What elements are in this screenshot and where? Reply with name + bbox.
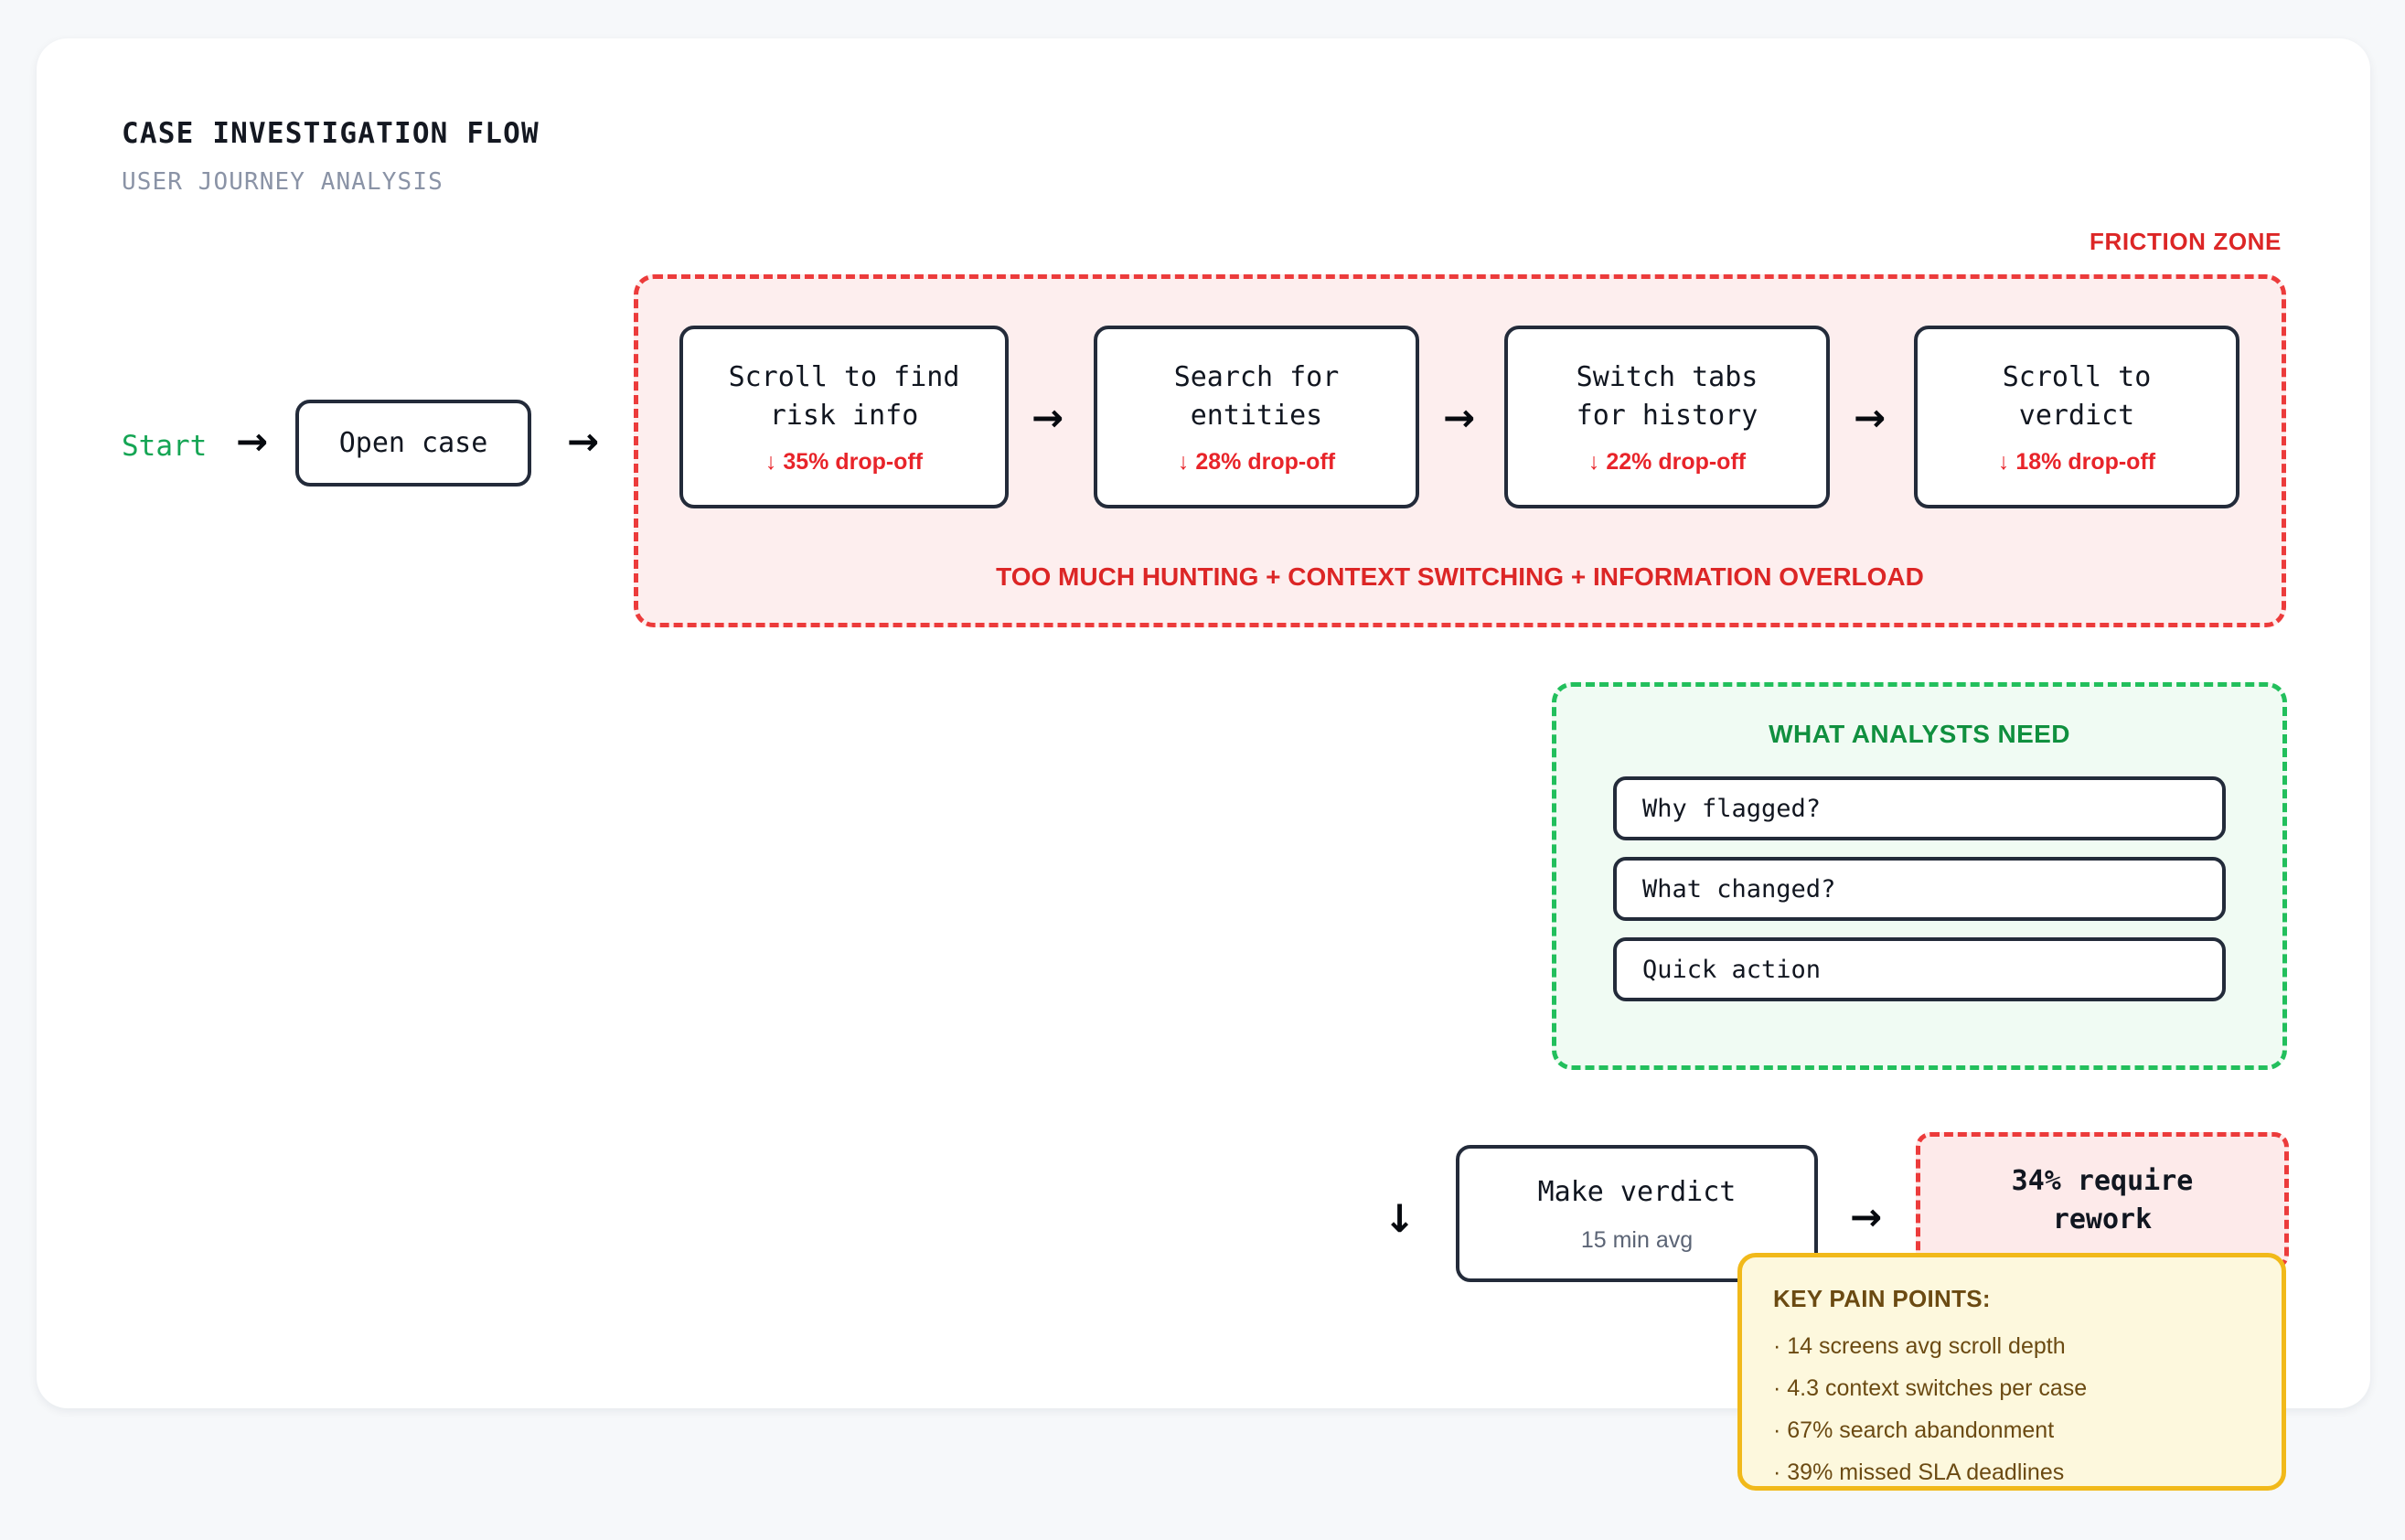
step-label: Switch tabs for history	[1576, 361, 1758, 432]
arrow-verdict-to-rework: →	[1850, 1194, 1883, 1239]
key-pain-points-card: KEY PAIN POINTS: · 14 screens avg scroll…	[1737, 1253, 2286, 1491]
step-scroll-verdict[interactable]: Scroll to verdict ↓ 18% drop-off	[1914, 326, 2239, 508]
page-title: CASE INVESTIGATION FLOW	[122, 117, 540, 150]
rework-callout: 34% require rework	[1916, 1132, 2289, 1269]
need-item-label: Why flagged?	[1642, 794, 1822, 823]
need-item-quick-action[interactable]: Quick action	[1613, 937, 2226, 1001]
step-make-verdict-label: Make verdict	[1537, 1175, 1737, 1208]
need-item-what-changed[interactable]: What changed?	[1613, 857, 2226, 921]
need-item-label: What changed?	[1642, 874, 1836, 904]
analyst-needs-title: WHAT ANALYSTS NEED	[1769, 720, 2070, 748]
step-label: Search for entities	[1173, 361, 1340, 432]
arrow-step-2-to-3: →	[1443, 395, 1476, 440]
step-make-verdict-metric: 15 min avg	[1580, 1227, 1694, 1254]
step-dropoff: ↓ 22% drop-off	[1587, 448, 1747, 475]
arrow-step-1-to-2: →	[1031, 395, 1064, 440]
step-dropoff: ↓ 35% drop-off	[764, 448, 924, 475]
step-scroll-risk-info[interactable]: Scroll to find risk info ↓ 35% drop-off	[679, 326, 1009, 508]
rework-label: 34% require rework	[2011, 1165, 2194, 1235]
header: CASE INVESTIGATION FLOW USER JOURNEY ANA…	[122, 117, 540, 196]
start-label: Start	[122, 430, 208, 463]
step-search-entities[interactable]: Search for entities ↓ 28% drop-off	[1094, 326, 1419, 508]
step-switch-tabs-history[interactable]: Switch tabs for history ↓ 22% drop-off	[1504, 326, 1830, 508]
friction-zone-tag: FRICTION ZONE	[2089, 228, 2282, 255]
friction-zone-caption: TOO MUCH HUNTING + CONTEXT SWITCHING + I…	[996, 562, 1924, 591]
need-item-label: Quick action	[1642, 955, 1822, 984]
analyst-needs-list: Why flagged? What changed? Quick action	[1613, 776, 2226, 1001]
step-open-case-label: Open case	[338, 426, 488, 459]
arrow-open-case-to-friction: →	[567, 419, 600, 464]
step-label: Scroll to verdict	[2002, 361, 2152, 432]
pain-point-item: · 67% search abandonment	[1773, 1417, 2055, 1443]
pain-point-item: · 4.3 context switches per case	[1773, 1375, 2088, 1401]
key-pain-points-title: KEY PAIN POINTS:	[1773, 1285, 1991, 1312]
pain-point-item: · 14 screens avg scroll depth	[1773, 1333, 2066, 1359]
analyst-needs-panel: WHAT ANALYSTS NEED Why flagged? What cha…	[1552, 682, 2287, 1070]
arrow-start-to-open-case: →	[236, 419, 269, 464]
step-open-case[interactable]: Open case	[295, 400, 531, 487]
step-label: Scroll to find risk info	[728, 361, 960, 432]
page-subtitle: USER JOURNEY ANALYSIS	[122, 168, 444, 196]
arrow-step-3-to-4: →	[1854, 395, 1887, 440]
need-item-why-flagged[interactable]: Why flagged?	[1613, 776, 2226, 840]
step-dropoff: ↓ 18% drop-off	[1997, 448, 2156, 475]
step-dropoff: ↓ 28% drop-off	[1177, 448, 1336, 475]
arrow-down-to-make-verdict: ↓	[1384, 1196, 1416, 1241]
pain-point-item: · 39% missed SLA deadlines	[1773, 1460, 2065, 1485]
